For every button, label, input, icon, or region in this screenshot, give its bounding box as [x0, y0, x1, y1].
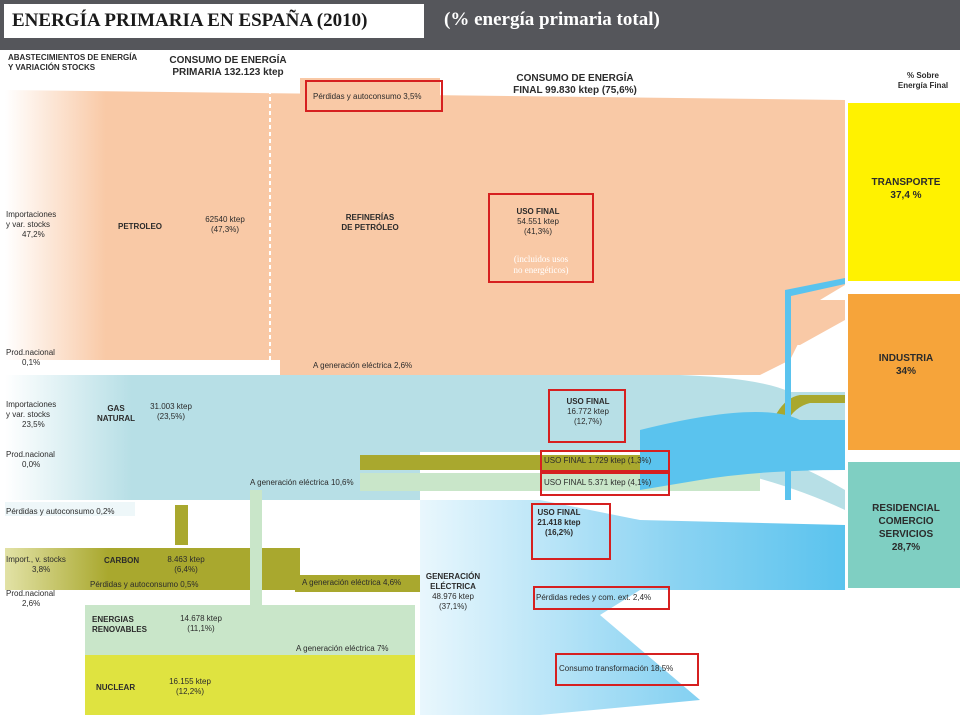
- renovables-up: [250, 490, 262, 605]
- elec-to-transporte: [785, 278, 845, 500]
- transformacion-label: Consumo transformación 18,5%: [559, 664, 674, 673]
- nuclear-band: [85, 655, 415, 715]
- highlight-elec-losses: [533, 586, 670, 610]
- residencial-box: [848, 462, 960, 588]
- highlight-renovables-final: [540, 472, 670, 496]
- industria-box: [848, 294, 960, 450]
- carbon-gen-flow: [295, 575, 420, 592]
- elec-losses-label: Pérdidas redes y com. ext. 2,4%: [536, 593, 652, 602]
- title-box: ENERGÍA PRIMARIA EN ESPAÑA (2010): [4, 4, 424, 38]
- petroleo-name: PETROLEO: [118, 222, 163, 231]
- renovables-band: [85, 605, 415, 655]
- header-bar: ENERGÍA PRIMARIA EN ESPAÑA (2010) (% ene…: [0, 0, 960, 50]
- carbon-gen-label: A generación eléctrica 4,6%: [302, 578, 402, 587]
- highlight-perdidas-refino: [305, 80, 443, 112]
- page-title: ENERGÍA PRIMARIA EN ESPAÑA (2010): [12, 10, 368, 31]
- carbon-final-label: USO FINAL 1.729 ktep (1,3%): [544, 456, 652, 465]
- highlight-transformacion: [555, 653, 699, 686]
- petroleo-gen-label: A generación eléctrica 2,6%: [313, 361, 413, 370]
- elec-to-industria: [640, 412, 845, 490]
- renovables-value: 14.678 ktep(11,1%): [180, 614, 222, 633]
- carbon-to-industria: [760, 395, 845, 470]
- nuclear-value: 16.155 ktep(12,2%): [169, 677, 211, 696]
- carbon-band: [5, 548, 300, 590]
- gas-value: 31.003 ktep(23,5%): [150, 402, 192, 421]
- gas-gen-label: A generación eléctrica 10,6%: [250, 478, 354, 487]
- generacion-band: [420, 500, 845, 715]
- petroleo-value: 62540 ktep(47,3%): [205, 215, 245, 234]
- carbon-drop: [175, 505, 188, 545]
- petroleo-to-industria: [640, 300, 845, 345]
- nuclear-name: NUCLEAR: [96, 683, 136, 692]
- highlight-elec-final: [531, 503, 611, 560]
- renovables-gen-label: A generación eléctrica 7%: [296, 644, 389, 653]
- gas-losses-label: Pérdidas y autoconsumo 0,2%: [6, 507, 115, 516]
- highlight-petroleo-final: [488, 193, 594, 283]
- highlight-gas-final: [548, 389, 626, 443]
- carbon-losses-label: Pérdidas y autoconsumo 0,5%: [90, 580, 199, 589]
- renovables-final-label: USO FINAL 5.371 ktep (4,1%): [544, 478, 652, 487]
- highlight-carbon-final: [540, 450, 670, 472]
- perdidas-refino-label: Pérdidas y autoconsumo 3,5%: [313, 92, 422, 101]
- transporte-box: [848, 103, 960, 281]
- petroleo-band: [5, 90, 845, 375]
- carbon-name: CARBON: [104, 556, 140, 565]
- petroleo-gen-flow: [285, 348, 330, 372]
- page-subtitle: (% energía primaria total): [444, 9, 660, 30]
- carbon-value: 8.463 ktep(6,4%): [167, 555, 205, 574]
- petroleo-loss-flow: [300, 78, 440, 108]
- gas-band: [5, 375, 845, 500]
- gas-losses-flow: [5, 502, 135, 516]
